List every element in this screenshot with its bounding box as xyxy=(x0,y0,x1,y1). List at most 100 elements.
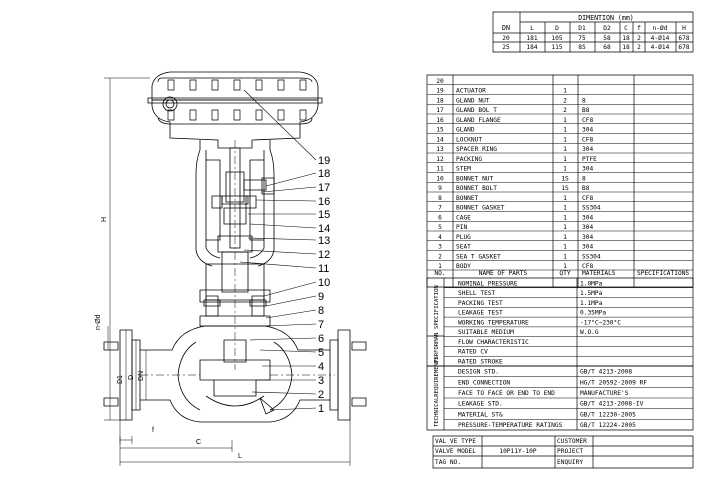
callout-5: 5 xyxy=(318,347,324,359)
part-name: SEA T GASKET xyxy=(456,253,501,260)
performance-name: LEAKAGE TEST xyxy=(458,310,503,317)
performance-value: W.O.G xyxy=(580,329,599,336)
part-material: 8 xyxy=(582,97,586,104)
technical-name: PRESSURE-TEMPERATURE RATINGS xyxy=(458,422,563,429)
callout-19: 19 xyxy=(318,155,330,167)
part-qty: 1 xyxy=(563,253,567,260)
part-no: 15 xyxy=(436,127,444,134)
header-name: NAME OF PARTS xyxy=(479,270,528,277)
callout-11: 11 xyxy=(318,263,329,275)
part-name: STEM xyxy=(456,166,471,173)
performance-name: WORKING TEMPERATURE xyxy=(458,319,529,326)
part-no: 5 xyxy=(438,224,442,231)
technical-row-lines xyxy=(444,377,693,420)
technical-name: LEAKAGE STD. xyxy=(458,401,503,408)
part-no: 9 xyxy=(438,185,442,192)
dimension-cell: 181 xyxy=(526,35,537,42)
callout-14: 14 xyxy=(318,223,330,235)
callout-12: 12 xyxy=(318,249,330,261)
technical-name: FACE TO FACE OR END TO END xyxy=(458,390,555,397)
dimension-cell: 58 xyxy=(603,35,611,42)
part-no: 16 xyxy=(436,117,444,124)
part-no: 3 xyxy=(438,244,442,251)
part-material: CF8 xyxy=(582,195,593,202)
actuator xyxy=(148,72,322,148)
dim-label-c: C xyxy=(196,439,201,446)
part-qty: 1 xyxy=(563,156,567,163)
part-no: 11 xyxy=(436,166,444,173)
performance-value: 0.35MPa xyxy=(580,310,606,317)
performance-value: 1.1MPa xyxy=(580,300,603,307)
project-label: PROJECT xyxy=(557,448,583,455)
dimension-table-title: DIMENTION (mm) xyxy=(578,14,634,22)
valve-model-label: VALVE MODEL xyxy=(435,448,476,455)
dim-label-d: D xyxy=(128,375,135,380)
header-qty: QTY xyxy=(559,270,570,277)
dimension-cell: 2 xyxy=(637,35,641,42)
parts-header: NO. NAME OF PARTS QTY MATERIALS SPECIFIC… xyxy=(434,270,689,277)
valve-type-label: VAL VE TYPE xyxy=(435,438,476,445)
part-name: SPACER RING xyxy=(456,146,497,153)
tag-label: TAG NO. xyxy=(435,459,461,466)
part-no: 4 xyxy=(438,234,442,241)
callout-17: 17 xyxy=(318,182,330,194)
part-no: 20 xyxy=(436,78,444,85)
performance-name: RATED CV xyxy=(458,349,488,356)
dim-label-h: H xyxy=(101,217,108,222)
part-qty: 1 xyxy=(563,166,567,173)
part-qty: 2 xyxy=(563,97,567,104)
parts-row-lines xyxy=(427,85,693,270)
performance-name: SUITABLE MEDIUM xyxy=(458,329,514,336)
callout-9: 9 xyxy=(318,291,324,303)
dimension-cell: 20 xyxy=(502,35,510,42)
part-qty: 1 xyxy=(563,195,567,202)
performance-name: RATED STROKE xyxy=(458,359,503,366)
callout-16: 16 xyxy=(318,196,330,208)
callout-15: 15 xyxy=(318,209,330,221)
technical-value: GB/T 12224-2005 xyxy=(580,422,636,429)
dimension-cell: 115 xyxy=(551,44,562,51)
part-qty: 1 xyxy=(563,136,567,143)
technical-value: GB/T 12230-2005 xyxy=(580,411,636,418)
performan-label: PERFORMAN xyxy=(434,333,440,363)
dimension-cell: 75 xyxy=(578,35,586,42)
stem-assembly xyxy=(212,140,274,370)
part-name: BONNET xyxy=(456,195,479,202)
yoke xyxy=(196,140,274,266)
dimension-header: D xyxy=(555,25,559,32)
part-no: 13 xyxy=(436,146,444,153)
parts-table-grid xyxy=(427,75,693,287)
dimension-cell: 4-Ø14 xyxy=(651,34,670,42)
part-material: 304 xyxy=(582,127,593,134)
part-qty: 1 xyxy=(563,214,567,221)
part-no: 12 xyxy=(436,156,444,163)
callout-7: 7 xyxy=(318,319,324,331)
part-material: CF8 xyxy=(582,136,593,143)
valve-body xyxy=(104,326,366,422)
part-name: ACTUATOR xyxy=(456,88,486,95)
part-qty: 1 xyxy=(563,263,567,270)
header-no: NO. xyxy=(434,270,445,277)
part-no: 17 xyxy=(436,107,444,114)
part-no: 14 xyxy=(436,136,444,143)
part-material: CF8 xyxy=(582,263,593,270)
part-qty: 2 xyxy=(563,107,567,114)
part-name: BONNET BOLT xyxy=(456,185,497,192)
dimension-header: H xyxy=(682,25,686,32)
dim-label-d1: D1 xyxy=(117,375,124,384)
part-name: GLAND NUT xyxy=(456,97,490,104)
performance-name: NOMINAL PRESSURE xyxy=(458,280,518,287)
part-qty: 1 xyxy=(563,88,567,95)
technical-value: GB/T 4213-2008 xyxy=(580,369,632,376)
part-name: BODY xyxy=(456,263,471,270)
dimension-header: D1 xyxy=(578,25,586,32)
part-no: 19 xyxy=(436,88,444,95)
part-qty: 1 xyxy=(563,234,567,241)
specification-label: SPECIFICATION xyxy=(434,285,440,329)
callout-8: 8 xyxy=(318,305,324,317)
part-material: CF8 xyxy=(582,117,593,124)
